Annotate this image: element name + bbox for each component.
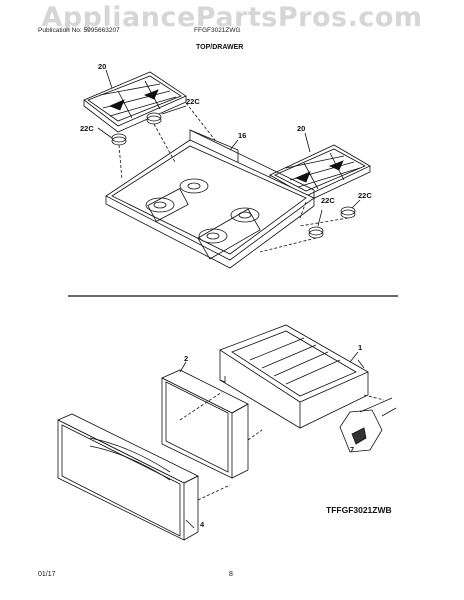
callout-drawer-body: 1 <box>358 343 363 352</box>
leader-lines-top <box>98 70 360 226</box>
diagram-code: TFFGF3021ZWB <box>326 505 392 515</box>
cooktop <box>106 130 314 268</box>
callout-drawer-clip: 7 <box>350 445 355 454</box>
callout-grate-right: 20 <box>297 124 306 133</box>
callout-foot-left: 22C <box>80 124 94 133</box>
footer-date: 01/17 <box>38 571 56 578</box>
watermark-text: AppliancePartsPros.com <box>41 2 423 33</box>
callout-foot-upper: 22C <box>186 97 200 106</box>
callout-drawer-back: 2 <box>184 354 189 363</box>
left-grate <box>84 72 186 132</box>
assembly-lines-top <box>119 103 348 252</box>
callout-foot-right-b: 22C <box>358 191 372 200</box>
assembly-lines-bottom <box>180 392 384 500</box>
drawer-front <box>58 414 198 540</box>
callout-drawer-front: 4 <box>200 520 205 529</box>
callout-cooktop: 16 <box>238 131 247 140</box>
drawer-back-panel <box>162 370 248 478</box>
model-number: FFGF3021ZWG <box>194 27 241 34</box>
drawer-body <box>220 325 368 428</box>
section-title: TOP/DRAWER <box>196 44 244 51</box>
callout-grate-left: 20 <box>98 62 107 71</box>
leader-lines-bottom <box>180 352 358 528</box>
page-number: 8 <box>229 571 233 578</box>
callout-foot-right-a: 22C <box>321 196 335 205</box>
drawer-clip-inset <box>340 398 396 452</box>
publication-number: Publication No: 5995663207 <box>38 27 120 34</box>
